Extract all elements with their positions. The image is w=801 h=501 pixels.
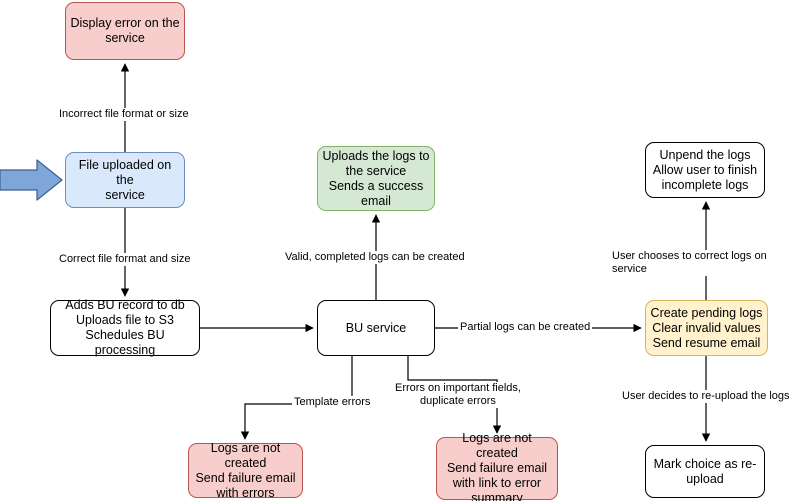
edge-label-incorrect-format: Incorrect file format or size [57, 108, 191, 121]
node-adds-bu-record[interactable]: Adds BU record to db Uploads file to S3 … [50, 298, 200, 357]
node-create-pending-logs[interactable]: Create pending logs Clear invalid values… [645, 300, 768, 356]
edge-label-user-reupload: User decides to re-upload the logs [620, 390, 792, 403]
edge-label-valid-completed: Valid, completed logs can be created [283, 251, 467, 264]
edge-label-template-errors: Template errors [292, 396, 373, 409]
node-display-error[interactable]: Display error on the service [65, 2, 185, 60]
node-mark-reupload[interactable]: Mark choice as re- upload [645, 445, 765, 498]
node-unpend-logs[interactable]: Unpend the logs Allow user to finish inc… [645, 142, 765, 198]
edge-label-errors-important: Errors on important fields, duplicate er… [393, 382, 523, 408]
node-logs-not-created-errors[interactable]: Logs are not created Send failure email … [188, 441, 303, 500]
edge-label-user-corrects: User chooses to correct logs on service [610, 250, 801, 276]
edge-label-partial-logs: Partial logs can be created [458, 321, 593, 334]
node-bu-service[interactable]: BU service [317, 300, 435, 356]
node-file-uploaded[interactable]: File uploaded on the service [65, 152, 185, 208]
edge-label-correct-format: Correct file format and size [57, 253, 193, 266]
node-uploads-logs[interactable]: Uploads the logs to the service Sends a … [317, 146, 435, 211]
entry-block-arrow [0, 159, 63, 201]
node-logs-not-created-summary[interactable]: Logs are not created Send failure email … [436, 431, 558, 501]
